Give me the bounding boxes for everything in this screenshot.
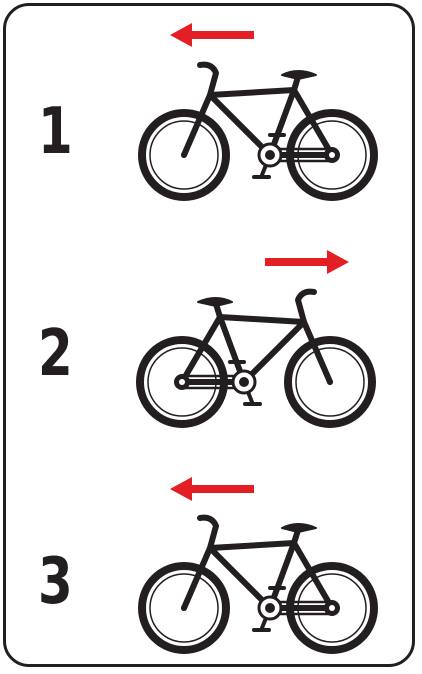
arrow-left-icon: [170, 23, 254, 47]
panel-3-number: 3: [38, 550, 75, 614]
arrow-right-icon: [265, 250, 349, 274]
panel-1-number: 1: [38, 100, 75, 164]
bicycle-icon: [132, 55, 382, 203]
bicycle-icon: [132, 282, 382, 430]
panel-2-number: 2: [38, 322, 75, 386]
arrow-left-icon: [170, 477, 254, 501]
bicycle-icon: [132, 508, 382, 656]
